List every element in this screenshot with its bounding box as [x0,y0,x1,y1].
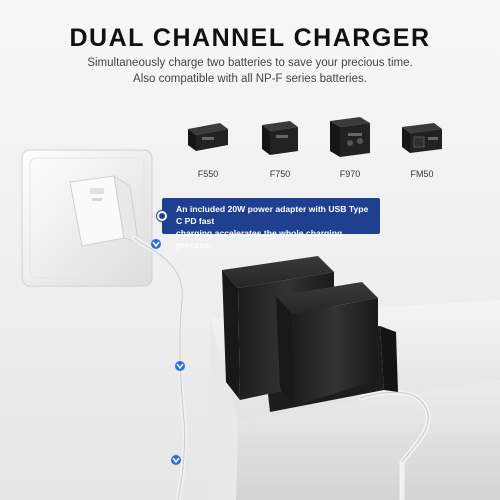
callout-line-1: An included 20W power adapter with USB T… [176,204,369,226]
medium-battery-icon [262,121,298,155]
battery-card-f970: F970 [316,111,384,179]
battery-label: F750 [269,169,291,179]
adapter-callout: An included 20W power adapter with USB T… [157,198,380,250]
power-adapter [69,174,139,247]
subtitle-line-1: Simultaneously charge two batteries to s… [87,57,413,69]
small-battery-icon [188,123,228,151]
callout-line-2: charging accelerates the whole charging … [176,228,343,250]
page-subtitle: Simultaneously charge two batteries to s… [0,55,500,87]
compact-battery-icon [402,123,442,153]
battery-label: F550 [197,169,219,179]
battery-card-f750: F750 [246,111,314,179]
subtitle-line-2: Also compatible with all NP-F series bat… [133,73,367,85]
page-title: DUAL CHANNEL CHARGER [69,24,431,52]
callout-pointer-icon [157,211,167,221]
battery-card-f550: F550 [174,111,242,179]
large-battery-icon [330,117,370,157]
battery-card-fm50: FM50 [388,111,456,179]
battery-label: F970 [339,169,361,179]
battery-label: FM50 [410,169,434,179]
battery-right [276,282,378,406]
